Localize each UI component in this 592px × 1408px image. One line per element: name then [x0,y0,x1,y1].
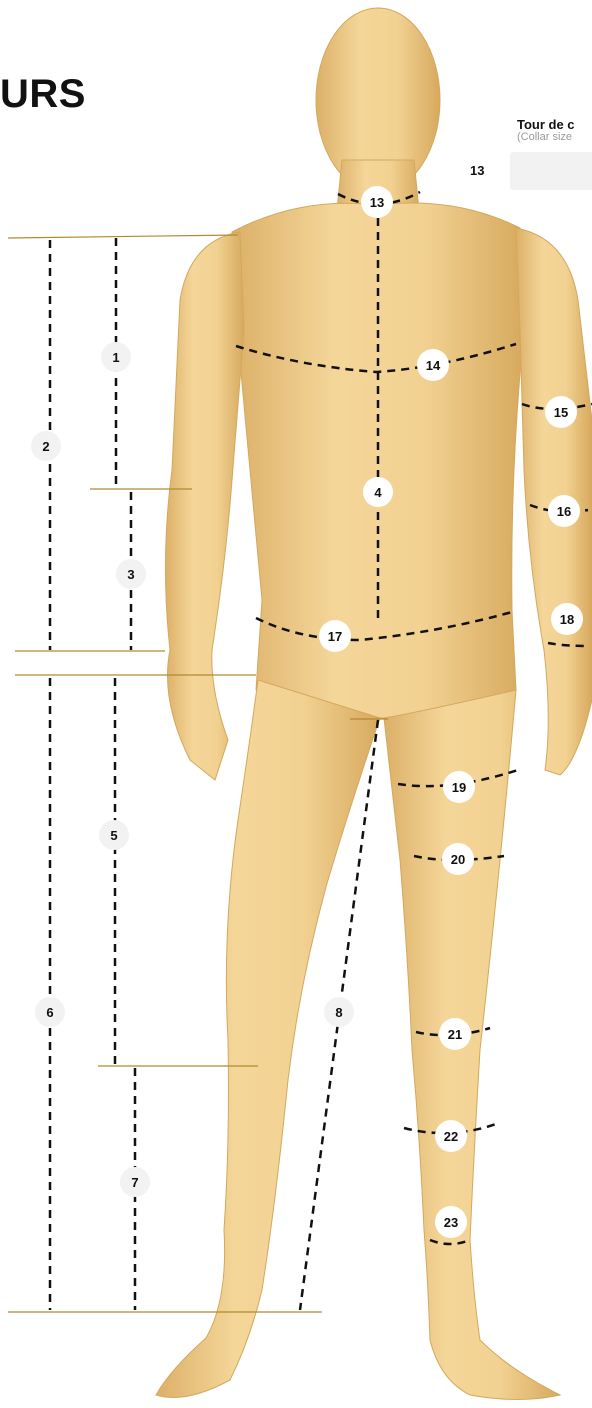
marker-label-15: 15 [554,405,568,420]
collar-size-number: 13 [470,163,484,178]
marker-badge-13: 13 [361,186,393,218]
marker-label-1: 1 [112,350,119,365]
marker-badge-22: 22 [435,1120,467,1152]
collar-size-input[interactable] [510,152,592,190]
marker-label-18: 18 [560,612,574,627]
marker-badge-8: 8 [324,997,354,1027]
marker-label-6: 6 [46,1005,53,1020]
marker-label-19: 19 [452,780,466,795]
guide-line-shoulder [8,235,238,238]
marker-badge-2: 2 [31,431,61,461]
page-heading: URS [0,72,86,117]
marker-badge-5: 5 [99,820,129,850]
marker-badge-23: 23 [435,1206,467,1238]
mannequin-leg-right [156,680,380,1397]
marker-badge-20: 20 [442,843,474,875]
marker-badge-16: 16 [548,495,580,527]
marker-label-14: 14 [426,358,441,373]
marker-badge-15: 15 [545,396,577,428]
marker-label-16: 16 [557,504,571,519]
marker-label-23: 23 [444,1215,458,1230]
marker-label-13: 13 [370,195,384,210]
marker-badge-6: 6 [35,997,65,1027]
collar-size-title: Tour de c [517,117,575,132]
marker-badge-3: 3 [116,559,146,589]
marker-badge-4: 4 [363,477,393,507]
marker-label-8: 8 [335,1005,342,1020]
marker-badge-21: 21 [439,1018,471,1050]
marker-badge-17: 17 [319,620,351,652]
marker-label-4: 4 [374,485,382,500]
marker-badge-19: 19 [443,771,475,803]
marker-badge-18: 18 [551,603,583,635]
marker-label-3: 3 [127,567,134,582]
marker-label-22: 22 [444,1129,458,1144]
marker-label-5: 5 [110,828,117,843]
marker-badge-14: 14 [417,349,449,381]
mannequin-leg-left [384,690,560,1400]
marker-badge-7: 7 [120,1167,150,1197]
mannequin-arm-right [165,232,244,780]
marker-label-7: 7 [131,1175,138,1190]
marker-label-2: 2 [42,439,49,454]
marker-label-17: 17 [328,629,342,644]
collar-size-subtitle: (Collar size [517,131,572,143]
marker-label-21: 21 [448,1027,462,1042]
marker-label-20: 20 [451,852,465,867]
marker-badge-1: 1 [101,342,131,372]
